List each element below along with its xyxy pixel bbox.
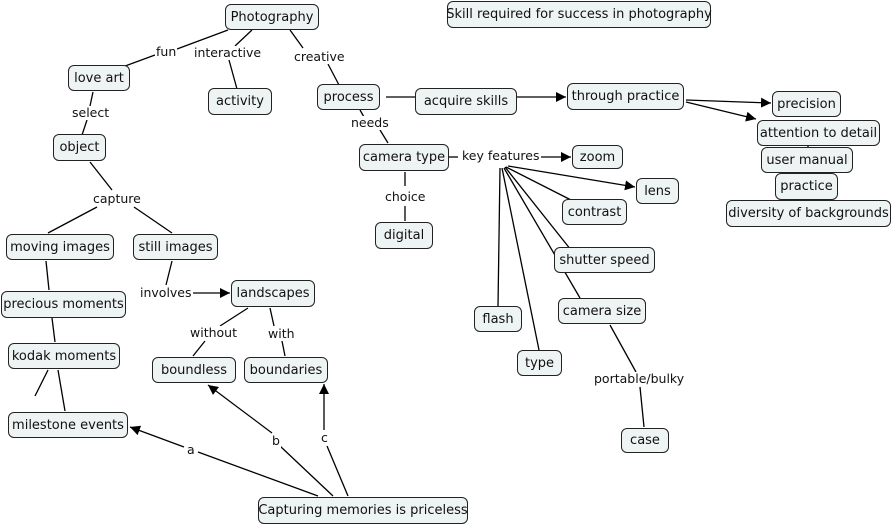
node-case[interactable]: case — [621, 428, 669, 453]
label-b: b — [271, 433, 281, 448]
label-with: with — [267, 326, 296, 341]
node-boundless[interactable]: boundless — [152, 357, 236, 383]
node-acquire-skills[interactable]: acquire skills — [415, 88, 517, 115]
node-object[interactable]: object — [53, 134, 106, 161]
node-love-art[interactable]: love art — [68, 65, 130, 91]
node-capturing-memories[interactable]: Capturing memories is priceless — [258, 497, 468, 524]
node-digital[interactable]: digital — [375, 222, 433, 249]
node-camera-type[interactable]: camera type — [359, 144, 449, 171]
node-milestone-events[interactable]: milestone events — [8, 412, 128, 438]
node-zoom[interactable]: zoom — [572, 145, 623, 169]
node-camera-size[interactable]: camera size — [558, 298, 646, 324]
node-attention-to-detail[interactable]: attention to detail — [757, 120, 880, 146]
node-precious-moments[interactable]: precious moments — [1, 291, 126, 318]
label-portable-bulky: portable/bulky — [593, 371, 686, 386]
label-fun: fun — [155, 44, 178, 59]
node-contrast[interactable]: contrast — [562, 199, 627, 225]
node-lens[interactable]: lens — [636, 178, 679, 204]
label-needs: needs — [350, 115, 390, 130]
node-process[interactable]: process — [317, 84, 380, 110]
label-without: without — [189, 325, 238, 340]
node-boundaries[interactable]: boundaries — [244, 357, 328, 383]
label-involves: involves — [139, 285, 193, 300]
node-through-practice[interactable]: through practice — [567, 83, 684, 110]
label-a: a — [186, 442, 196, 457]
node-kodak-moments[interactable]: kodak moments — [8, 343, 120, 369]
node-still-images[interactable]: still images — [133, 234, 218, 260]
node-flash[interactable]: flash — [474, 306, 522, 332]
label-choice: choice — [384, 189, 427, 204]
node-landscapes[interactable]: landscapes — [231, 280, 315, 307]
label-select: select — [71, 105, 111, 120]
label-c: c — [320, 430, 329, 445]
node-diversity-of-backgrounds[interactable]: diversity of backgrounds — [726, 200, 891, 227]
label-capture: capture — [92, 191, 142, 206]
label-key-features: key features — [461, 148, 541, 163]
node-skill-required[interactable]: Skill required for success in photograph… — [446, 1, 712, 28]
node-precision[interactable]: precision — [772, 91, 841, 117]
label-creative: creative — [293, 49, 346, 64]
node-moving-images[interactable]: moving images — [6, 234, 114, 260]
node-activity[interactable]: activity — [208, 88, 272, 115]
node-user-manual[interactable]: user manual — [761, 147, 853, 173]
node-photography[interactable]: Photography — [225, 4, 319, 30]
label-interactive: interactive — [193, 45, 263, 60]
node-type[interactable]: type — [517, 350, 562, 376]
node-shutter-speed[interactable]: shutter speed — [554, 247, 655, 273]
node-practice[interactable]: practice — [775, 173, 838, 200]
